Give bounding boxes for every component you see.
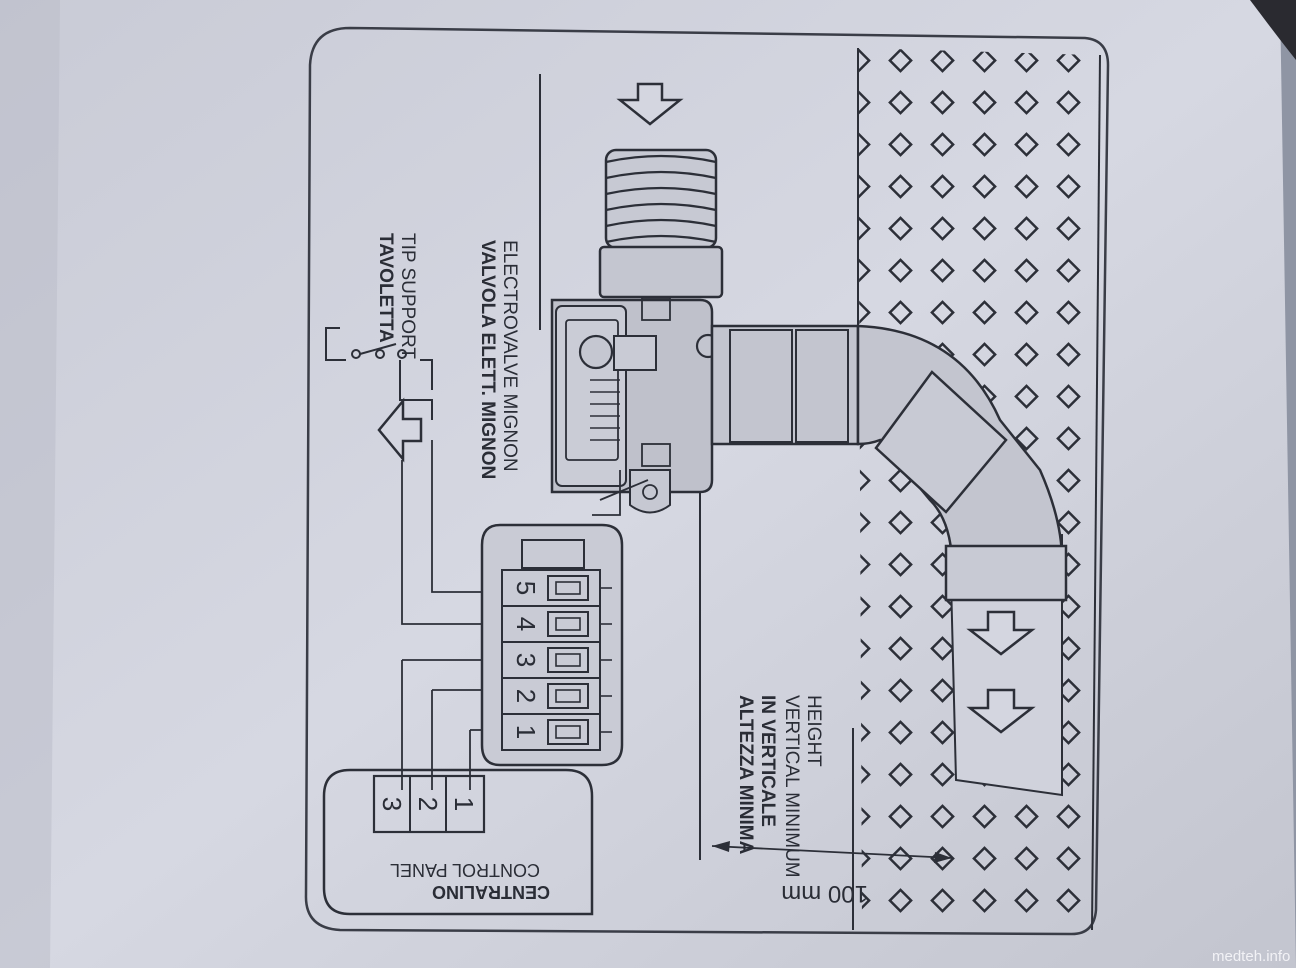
- flow-arrow-middle-icon: [966, 610, 1036, 656]
- flow-arrows: [377, 82, 1036, 734]
- flow-arrow-top-icon: [616, 82, 684, 126]
- dimension-marker: [711, 841, 953, 863]
- connector-pin-slot: [547, 575, 589, 601]
- switch-symbol-icon: [325, 327, 433, 420]
- watermark: medteh.info: [1212, 948, 1290, 965]
- support-label-en: TIP SUPPORT: [397, 233, 418, 359]
- signal-arrow-icon: [377, 397, 423, 463]
- drain-pipe: [710, 324, 1068, 602]
- connector-pin-slot: [547, 719, 589, 745]
- height-label-it-1: ALTEZZA MINIMA: [735, 695, 756, 855]
- connector-pin-number: 2: [511, 689, 541, 703]
- connector-pin-slot: [547, 611, 589, 637]
- dimension-label: 100 mm: [781, 880, 868, 907]
- electrovalve: [550, 297, 721, 514]
- connector-pin-number: 5: [511, 581, 541, 595]
- height-label-en-1: VERTICAL MINIMUM: [781, 695, 802, 878]
- valve-label-en: ELECTROVALVE MIGNON: [499, 240, 520, 472]
- bellows-hose: [598, 148, 724, 299]
- control-panel-label-en: CONTROL PANEL: [390, 860, 540, 880]
- connector-pin-slot: [547, 647, 589, 673]
- panel-terminal-number: 3: [377, 797, 407, 811]
- connector-pin-number: 3: [511, 653, 541, 667]
- control-panel-label-it: CENTRALINO: [432, 882, 550, 902]
- flow-arrow-bottom-icon: [966, 688, 1036, 734]
- panel-terminal-number: 1: [449, 797, 479, 811]
- height-label-it-2: IN VERTICALE: [757, 695, 778, 827]
- connector-pin-number: 1: [511, 725, 541, 739]
- connector-pin-slot: [547, 683, 589, 709]
- valve-label-it: VALVOLA ELETT. MIGNON: [477, 240, 498, 479]
- diagram-frame: [304, 26, 1110, 936]
- height-label-en-2: HEIGHT: [803, 695, 824, 767]
- connector-pin-number: 4: [511, 617, 541, 631]
- control-panel: 123: [322, 768, 594, 916]
- connector-block: 1 2 3 4 5: [480, 523, 624, 767]
- panel-terminal-number: 2: [413, 797, 443, 811]
- support-label-it: TAVOLETTA: [375, 233, 396, 343]
